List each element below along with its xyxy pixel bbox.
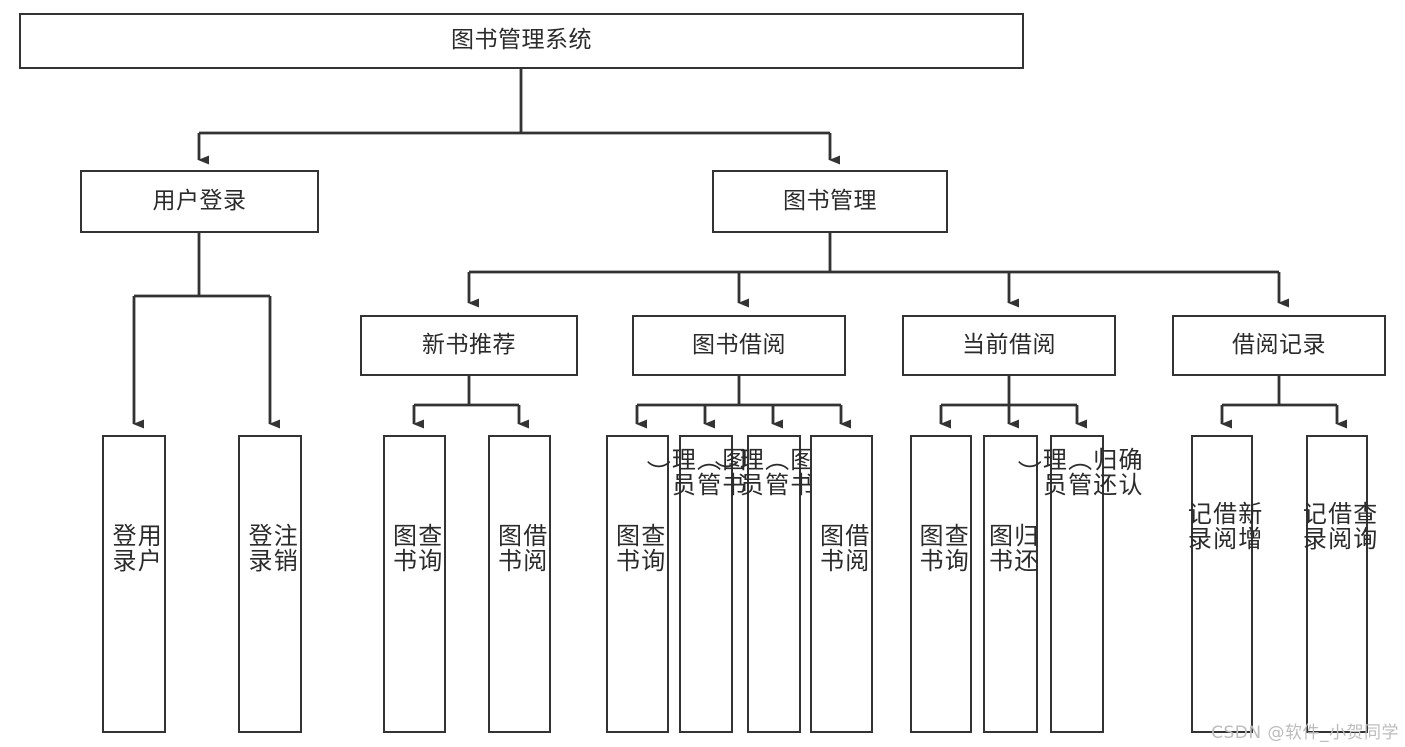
node-current-borrowing[interactable]: 当前借阅 bbox=[902, 315, 1116, 376]
node-leaf-edit-book[interactable]: 编辑 图书 （管 理员 ） bbox=[710, 435, 839, 733]
node-label: 注销 登录 bbox=[244, 523, 298, 573]
node-label: 当前借阅 bbox=[962, 331, 1056, 358]
node-leaf-query-book-2[interactable]: 查询 图书 bbox=[606, 435, 669, 733]
node-label: 查询 图书 bbox=[388, 523, 442, 573]
node-leaf-query-book-1[interactable]: 查询 图书 bbox=[383, 435, 446, 733]
node-label: 查询 借阅 记录 bbox=[1298, 501, 1377, 551]
node-leaf-confirm-return[interactable]: 确认 归还 （管 理员 ） bbox=[1013, 435, 1142, 733]
node-user-login[interactable]: 用户登录 bbox=[80, 170, 319, 233]
node-leaf-query-record[interactable]: 查询 借阅 记录 bbox=[1298, 435, 1377, 733]
node-label: 新增 借阅 记录 bbox=[1183, 501, 1262, 551]
node-label: 借阅 图书 bbox=[493, 523, 547, 573]
node-label: 用户 登录 bbox=[108, 523, 162, 573]
node-label: 图书管理系统 bbox=[451, 27, 592, 54]
node-label: 借阅 图书 bbox=[815, 523, 869, 573]
node-book-borrowing[interactable]: 图书借阅 bbox=[632, 315, 846, 376]
node-new-book-recommendation[interactable]: 新书推荐 bbox=[360, 315, 578, 376]
node-borrowing-record[interactable]: 借阅记录 bbox=[1172, 315, 1386, 376]
node-leaf-logout[interactable]: 注销 登录 bbox=[238, 435, 302, 733]
node-leaf-query-book-3[interactable]: 查询 图书 bbox=[910, 435, 972, 733]
node-label: 借阅记录 bbox=[1232, 331, 1326, 358]
node-label: 图书管理 bbox=[783, 187, 877, 214]
node-label: 用户登录 bbox=[152, 187, 247, 214]
node-leaf-borrow-book-2[interactable]: 借阅 图书 bbox=[810, 435, 873, 733]
node-label: 新书推荐 bbox=[422, 331, 516, 358]
node-book-management[interactable]: 图书管理 bbox=[712, 170, 948, 233]
node-label: 查询 图书 bbox=[611, 523, 665, 573]
node-label: 归还 图书 bbox=[984, 523, 1038, 573]
node-leaf-user-login[interactable]: 用户 登录 bbox=[102, 435, 166, 733]
node-label: 确认 归还 （管 理员 ） bbox=[1013, 447, 1142, 497]
node-book-management-system[interactable]: 图书管理系统 bbox=[19, 13, 1024, 69]
node-leaf-return-book[interactable]: 归还 图书 bbox=[983, 435, 1038, 733]
node-label: 查询 图书 bbox=[915, 523, 969, 573]
watermark-text: CSDN @软件_小贺同学 bbox=[1211, 723, 1399, 743]
node-label: 图书借阅 bbox=[692, 331, 786, 358]
node-leaf-borrow-book-1[interactable]: 借阅 图书 bbox=[488, 435, 551, 733]
node-leaf-add-record[interactable]: 新增 借阅 记录 bbox=[1183, 435, 1262, 733]
